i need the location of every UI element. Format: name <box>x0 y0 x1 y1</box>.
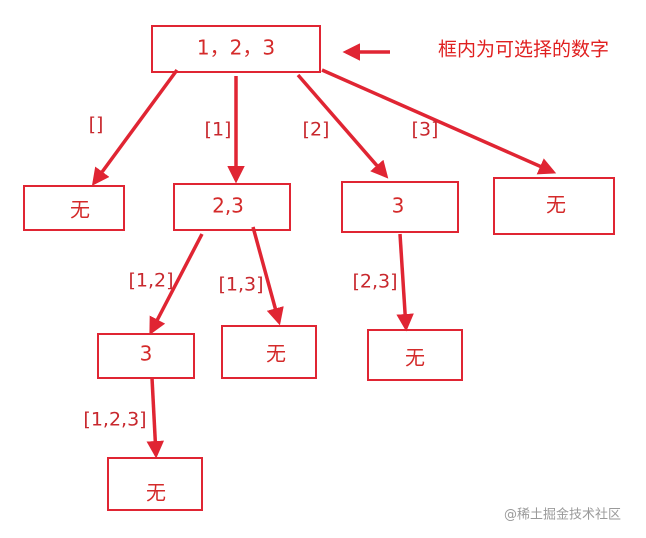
edge-label-root-n3a: [2] <box>303 119 330 141</box>
node-empty-c-box <box>221 325 317 379</box>
edge-n23-to-empty-c <box>251 226 284 326</box>
edges <box>91 68 557 459</box>
edge-n23-to-n3b <box>149 233 204 336</box>
node-n23-label: 2,3 <box>212 194 244 218</box>
node-root-label: 1，2，3 <box>197 36 275 60</box>
node-empty-b-box <box>493 177 615 235</box>
annotation-text: 框内为可选择的数字 <box>438 39 609 61</box>
node-empty-d-box <box>367 329 463 381</box>
edge-label-n23-empty-c: [1,3] <box>218 274 263 296</box>
node-empty-e-label: 无 <box>146 481 166 505</box>
edge-label-n23-n3b: [1,2] <box>128 270 173 292</box>
edge-label-n3a-empty-d: [2,3] <box>352 271 397 293</box>
edge-root-to-empty-a <box>91 68 179 186</box>
node-root-box <box>151 25 321 73</box>
nodes <box>23 25 615 511</box>
edge-n3b-to-empty-e <box>146 377 165 459</box>
node-empty-a-box <box>23 185 125 231</box>
node-n3b-label: 3 <box>140 342 153 366</box>
edge-label-root-empty-b: [3] <box>412 119 439 141</box>
node-empty-b-label: 无 <box>546 193 566 217</box>
node-n23-box <box>173 183 291 231</box>
edge-root-to-empty-b <box>321 68 557 175</box>
node-empty-a-label: 无 <box>70 198 90 222</box>
node-n3b-box <box>97 333 195 379</box>
node-empty-e-box <box>107 457 203 511</box>
edge-n3a-to-empty-d <box>396 233 414 332</box>
node-empty-d-label: 无 <box>405 346 425 370</box>
edge-label-root-empty-a: [] <box>89 114 104 136</box>
watermark-text: @稀土掘金技术社区 <box>504 507 621 523</box>
edge-label-n3b-empty-e: [1,2,3] <box>83 409 146 431</box>
node-empty-c-label: 无 <box>266 342 286 366</box>
node-n3a-label: 3 <box>392 194 405 218</box>
edge-label-root-n23: [1] <box>205 119 232 141</box>
edge-root-to-n3a <box>296 73 389 179</box>
node-n3a-box <box>341 181 459 233</box>
